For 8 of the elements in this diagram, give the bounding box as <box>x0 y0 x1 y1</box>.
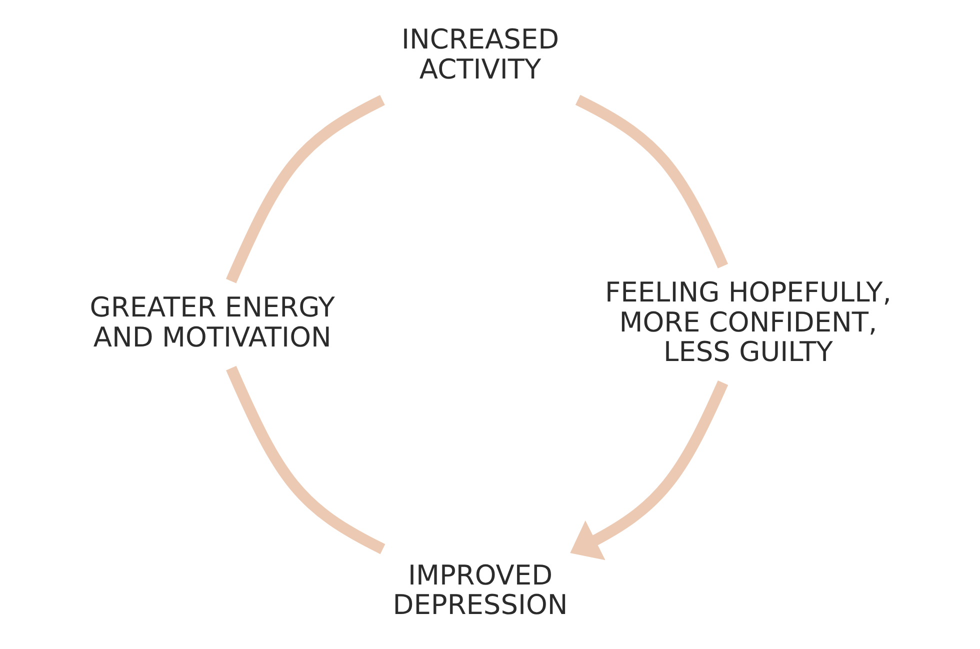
node-text: GREATER ENERGY AND MOTIVATION <box>89 292 334 354</box>
node-text: FEELING HOPEFULLY, MORE CONFIDENT, LESS GUILTY <box>604 278 891 368</box>
node-text: INCREASED ACTIVITY <box>401 24 559 86</box>
arrow <box>570 380 728 560</box>
connector <box>574 94 728 268</box>
connector <box>226 95 384 284</box>
node-text: IMPROVED DEPRESSION <box>392 560 568 622</box>
connector <box>226 366 385 554</box>
